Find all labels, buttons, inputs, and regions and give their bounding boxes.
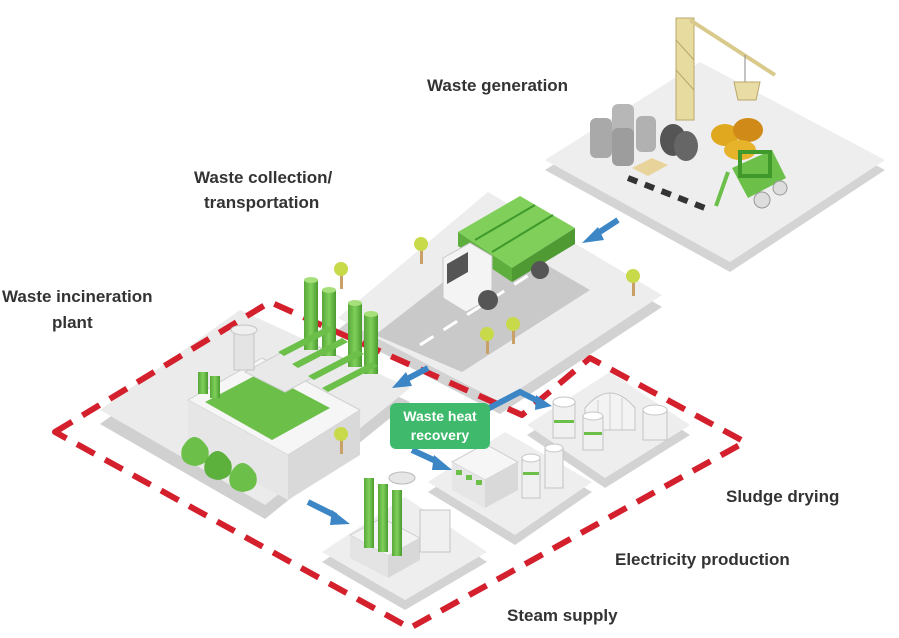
trees-collection [334,237,640,354]
badge-line2: recovery [410,427,470,443]
forklift [714,150,788,209]
label-electricity-production: Electricity production [615,550,790,569]
tree-plant [334,427,348,454]
label-waste-collection-line2: transportation [204,193,320,212]
crane [675,17,777,121]
badge-line1: Waste heat [403,408,477,424]
heat-recovery-boundary [52,299,748,631]
small-tanks [198,372,220,398]
conveyors [278,326,378,392]
chimneys [304,277,378,374]
waste-bags [181,437,257,492]
electricity-facility [450,443,564,508]
water-tower [230,324,258,371]
incineration-plant [181,277,378,500]
sludge-drying-facility [552,392,668,451]
arrow-generation-to-collection [582,217,620,243]
label-waste-collection-line1: Waste collection/ [194,168,333,187]
garbage-truck [442,196,575,313]
waste-generation-scene [590,17,788,213]
arrow-to-steam [306,499,350,525]
crate [632,158,668,176]
label-incineration-line2: plant [52,313,93,332]
label-incineration-line1: Waste incineration [2,287,153,306]
label-waste-generation: Waste generation [427,76,569,95]
steam-facility [348,471,451,578]
waste-heat-recovery-badge: Waste heat recovery [390,403,490,449]
label-steam-supply: Steam supply [507,606,618,625]
barrier [626,175,712,213]
label-sludge-drying: Sludge drying [726,487,840,506]
tires [660,124,698,161]
barrels [590,104,656,166]
arrow-collection-to-incineration [392,365,430,388]
arrow-to-electricity [410,447,452,470]
